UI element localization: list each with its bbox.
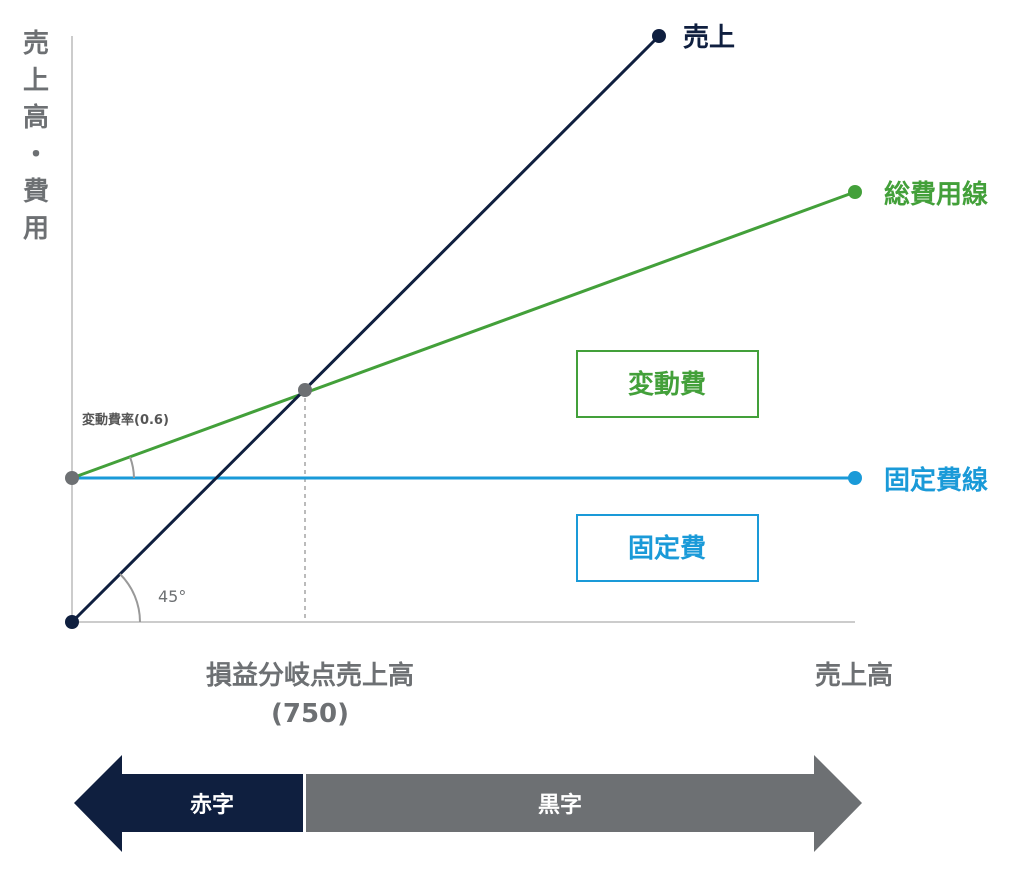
breakeven-point-dot bbox=[298, 383, 312, 397]
y-axis-label-char: ・ bbox=[23, 140, 49, 170]
angle-45-label: 45° bbox=[158, 587, 186, 606]
breakeven-sales-label: 損益分岐点売上高 bbox=[206, 660, 414, 691]
profit-label: 黒字 bbox=[538, 792, 582, 818]
x-axis-label: 売上高 bbox=[815, 660, 893, 691]
fixed-cost-line-label: 固定費線 bbox=[884, 465, 988, 496]
loss-arrow bbox=[74, 755, 303, 852]
y-axis-label-char: 上 bbox=[23, 66, 49, 96]
total-cost-line bbox=[71, 190, 856, 480]
svg-text:売上高・費用: 売上高・費用 bbox=[23, 29, 49, 244]
sales-line-end-dot bbox=[652, 29, 666, 43]
y-axis-label-char: 費 bbox=[23, 177, 49, 207]
fixed-cost-box-label: 固定費 bbox=[628, 533, 706, 564]
angle-arc-45 bbox=[119, 573, 141, 623]
total-cost-line-end-dot bbox=[848, 185, 862, 199]
loss-label: 赤字 bbox=[190, 792, 234, 818]
sales-line bbox=[70, 34, 661, 624]
y-axis-label-char: 用 bbox=[23, 214, 49, 244]
y-axis-label-char: 売 bbox=[23, 29, 49, 59]
sales-line-label: 売上 bbox=[683, 23, 735, 53]
origin-dot bbox=[65, 615, 79, 629]
variable-cost-rate-label: 変動費率(0.6) bbox=[82, 412, 169, 428]
fixed-cost-line-end-dot bbox=[848, 471, 862, 485]
variable-cost-box bbox=[576, 350, 759, 418]
fixed-cost-start-dot bbox=[65, 471, 79, 485]
angle-arc-variable-rate bbox=[129, 456, 135, 479]
variable-cost-box-label: 変動費 bbox=[628, 369, 706, 400]
fixed-cost-box bbox=[576, 514, 759, 582]
total-cost-line-label: 総費用線 bbox=[884, 179, 988, 210]
breakeven-sales-value: (750) bbox=[271, 699, 349, 729]
y-axis-label: 売上高・費用 bbox=[23, 29, 49, 244]
profit-arrow bbox=[306, 755, 862, 852]
y-axis-label-char: 高 bbox=[23, 102, 49, 133]
